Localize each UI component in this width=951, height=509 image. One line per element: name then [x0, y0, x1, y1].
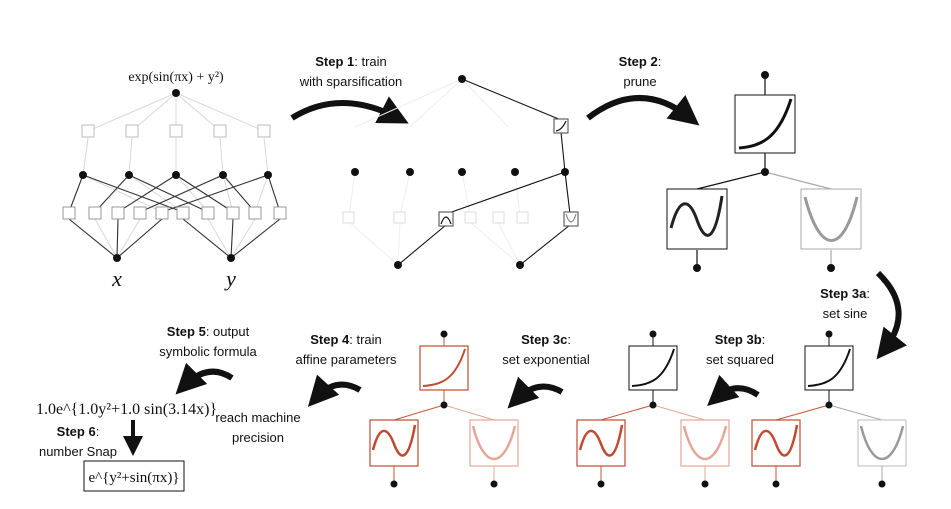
- snapped-formula: e^{y²+sin(πx)}: [88, 470, 179, 486]
- step3b-label: Step 3b:: [715, 332, 766, 347]
- after-sine-network: [751, 330, 907, 488]
- snapped-formula-box: [83, 460, 185, 492]
- after-square-exp-box: [628, 345, 678, 391]
- precision-note: reach machine: [215, 410, 300, 425]
- output-formula: 1.0e^{1.0y²+1.0 sin(3.14x)}: [36, 401, 217, 418]
- initial-kan-thick-edges: [68, 174, 281, 259]
- after-square-network: [576, 330, 730, 488]
- step3a-label-line2: set sine: [823, 306, 868, 321]
- pruned-exp-box: [734, 94, 796, 154]
- step4-arrow: [307, 374, 362, 407]
- sparsified-exp-icon: [555, 120, 567, 132]
- step3a-label: Step 3a:: [820, 286, 870, 301]
- sparsified-sine-icon: [440, 216, 452, 225]
- target-formula: exp(sin(πx) + y²): [128, 70, 224, 85]
- step5-label-line2: symbolic formula: [159, 344, 257, 359]
- after-exp-network: [369, 330, 519, 488]
- pruned-exp-curve: [738, 98, 793, 150]
- step1-arrow: [290, 96, 409, 124]
- input-x-label: x: [111, 266, 122, 291]
- step2-arrow: [586, 95, 700, 126]
- sparsified-faint-edges: [348, 78, 521, 266]
- step6-label-line2: number Snap: [39, 444, 117, 459]
- sparsified-network: [342, 75, 579, 269]
- after-sine-exp-box: [804, 345, 854, 391]
- initial-kan-layer1-boxes: [62, 206, 287, 220]
- pruned-sine-curve: [669, 195, 724, 237]
- sparsified-square-icon: [565, 213, 577, 223]
- step5-arrow: [175, 362, 234, 395]
- sparsified-faint-boxes: [342, 211, 529, 224]
- input-y-label: y: [224, 266, 236, 291]
- pruned-nodes: [693, 71, 835, 272]
- step1-label-line2: with sparsification: [299, 74, 403, 89]
- step3c-label: Step 3c:: [521, 332, 571, 347]
- step2-label: Step 2:: [619, 54, 662, 69]
- sparsified-strong-edges: [397, 78, 571, 266]
- step4-label: Step 4: train: [310, 332, 382, 347]
- pruned-network: [666, 71, 862, 272]
- after-exp-exp-box: [419, 345, 469, 391]
- initial-kan-layer2-boxes: [81, 124, 271, 138]
- step4-label-line2: affine parameters: [296, 352, 397, 367]
- step6-label: Step 6:: [57, 424, 100, 439]
- pruned-square-curve: [803, 196, 859, 242]
- step5-label: Step 5: output: [167, 324, 250, 339]
- step3b-label-line2: set squared: [706, 352, 774, 367]
- sparsified-active-boxes: [438, 118, 579, 227]
- step3a-arrow: [875, 270, 907, 360]
- step1-label: Step 1: train: [315, 54, 387, 69]
- step3b-arrow: [707, 374, 760, 407]
- step3c-arrow: [507, 376, 564, 409]
- precision-note-line2: precision: [232, 430, 284, 445]
- sparsified-nodes: [351, 75, 569, 269]
- step2-label-line2: prune: [623, 74, 656, 89]
- initial-kan-nodes: [79, 89, 272, 262]
- initial-kan-network: exp(sin(πx) + y²) x y: [62, 70, 287, 291]
- step3c-label-line2: set exponential: [502, 352, 590, 367]
